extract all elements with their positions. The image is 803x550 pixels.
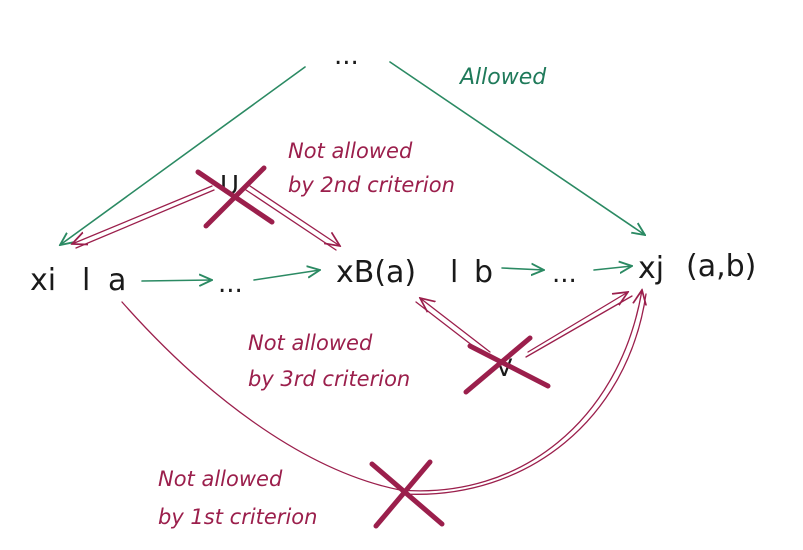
edge-b-to-dots — [501, 268, 544, 270]
edge-u-to-xi-stroke2 — [75, 189, 215, 249]
node-xi: xi — [30, 263, 56, 298]
edge-a-to-xj-curve — [121, 301, 401, 491]
edge-top-to-xj — [389, 61, 645, 235]
edge-a-to-xj-curve-end-stroke2 — [403, 293, 647, 495]
cross-mark-u — [195, 165, 275, 229]
edge-u-to-xb-stroke2 — [245, 189, 337, 251]
edge-a-to-xj-curve-end — [399, 290, 642, 492]
label-crit2-line2: by 2nd criterion — [288, 173, 455, 197]
label-crit1-line2: by 1st criterion — [158, 505, 317, 529]
label-allowed: Allowed — [458, 65, 547, 90]
edge-v-to-xb — [420, 298, 491, 353]
label-crit2-line1: Not allowed — [288, 139, 413, 163]
label-crit1-line1: Not allowed — [158, 467, 283, 491]
node-top-dots: ... — [334, 41, 359, 71]
node-a: a — [108, 263, 126, 298]
edge-top-to-xi — [60, 66, 306, 245]
node-xi-sep: l — [82, 263, 90, 298]
node-dots-left: ... — [218, 269, 243, 299]
node-xb: xB(a) — [336, 255, 416, 290]
edge-v-to-xj — [527, 292, 628, 353]
edge-dots-to-xb — [253, 270, 320, 281]
node-xb-sep: l — [450, 255, 458, 290]
label-crit3-line2: by 3rd criterion — [248, 367, 410, 391]
label-crit3-line1: Not allowed — [248, 331, 373, 355]
edge-v-to-xj-stroke2 — [525, 295, 633, 358]
edge-u-to-xi — [72, 185, 213, 244]
cross-mark-v — [463, 335, 551, 395]
edge-u-to-xb — [249, 185, 340, 246]
node-xj-args: (a,b) — [686, 249, 756, 284]
cross-mark-curve — [369, 459, 445, 529]
edge-a-to-dots — [141, 280, 212, 281]
node-dots-right: ... — [552, 259, 577, 289]
node-xj: xj — [638, 251, 664, 286]
node-b: b — [474, 255, 493, 290]
edge-dots-to-xj — [593, 266, 632, 270]
